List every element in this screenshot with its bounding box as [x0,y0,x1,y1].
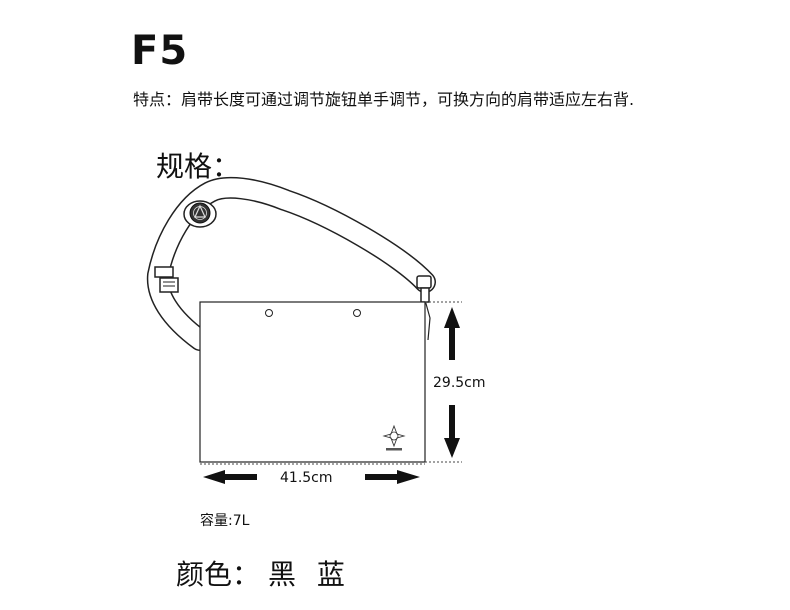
brand-logo-icon [382,424,406,451]
model-title: F5 [131,28,189,74]
capacity-label: 容量:7L [200,513,250,529]
strap-clip-icon [416,275,432,303]
feature-description: 特点：肩带长度可通过调节旋钮单手调节，可换方向的肩带适应左右背. [133,90,635,109]
width-arrow-left-icon [203,470,257,484]
width-dimension-label: 41.5cm [280,470,333,486]
height-arrow-down-icon [444,405,460,458]
width-arrow-right-icon [365,470,420,484]
height-dimension-label: 29.5cm [433,375,486,391]
height-arrow-up-icon [444,307,460,360]
adjustment-knob-icon [183,200,217,228]
rivet [353,309,361,317]
color-options: 黑 蓝 [268,558,345,591]
rivet [265,309,273,317]
color-heading: 颜色： [176,558,261,591]
strap-buckle-icon [154,266,179,293]
